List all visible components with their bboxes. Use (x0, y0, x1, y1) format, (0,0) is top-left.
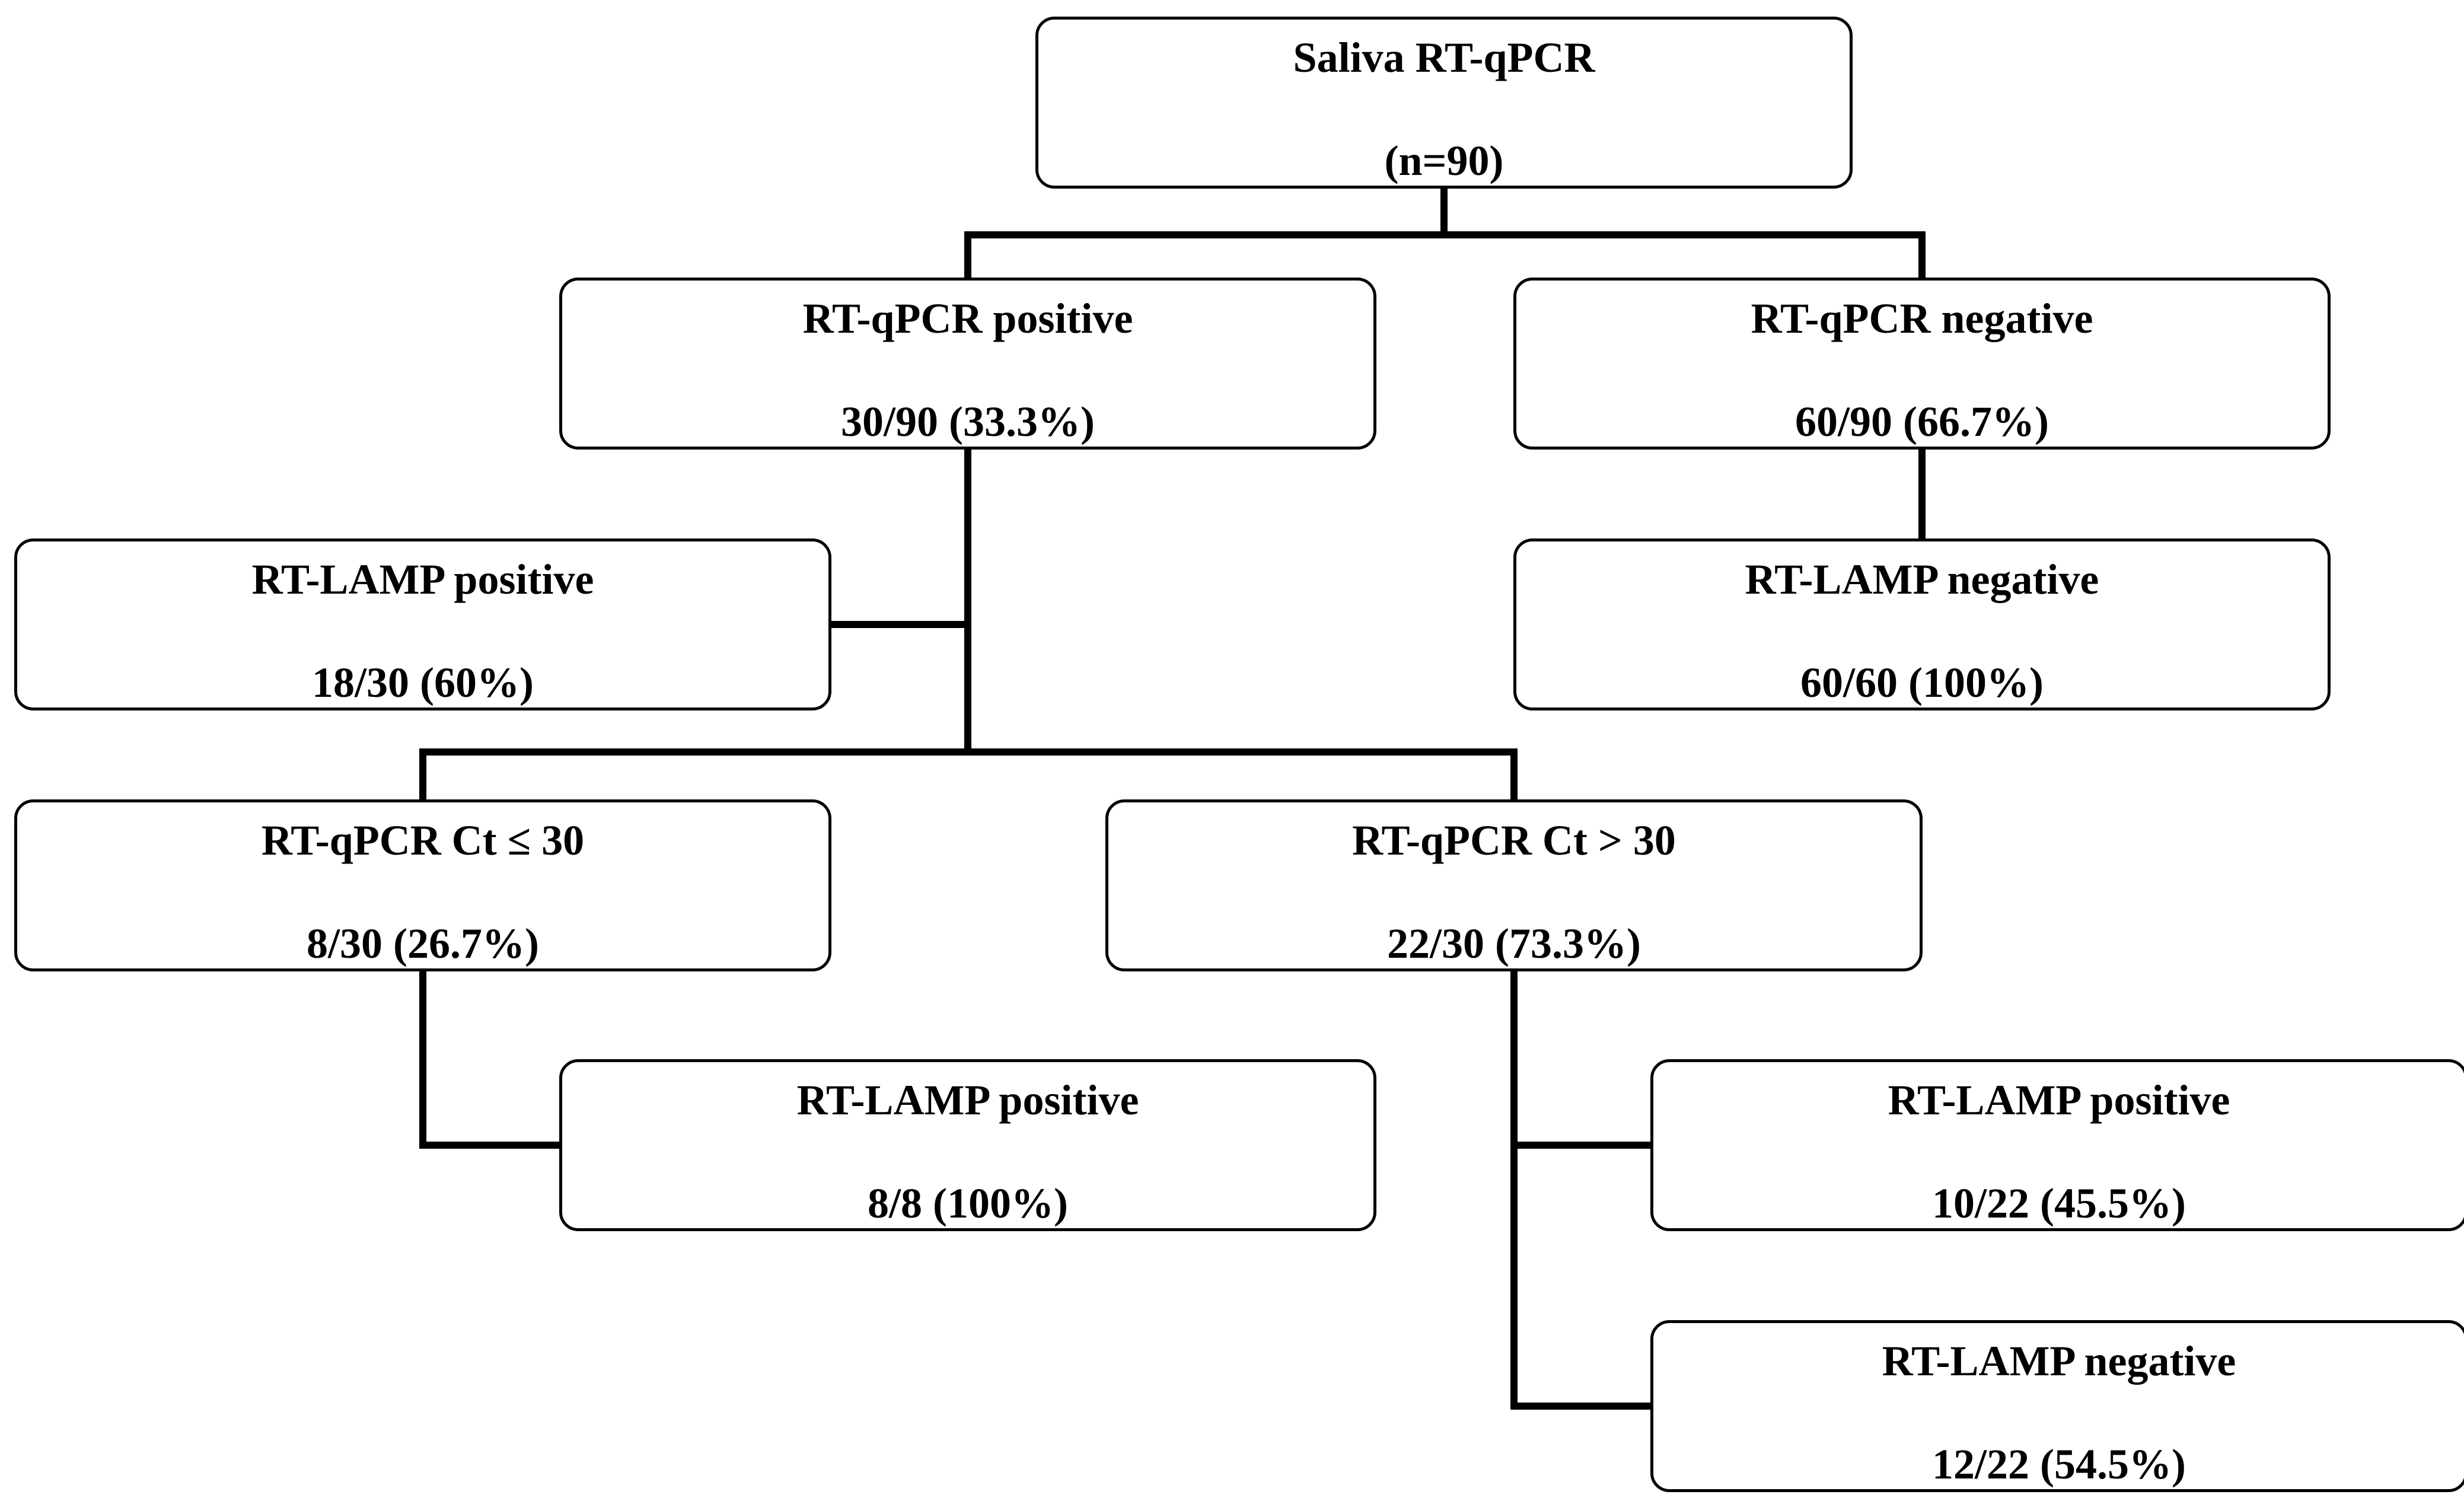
ct-high-title: RT-qPCR Ct > 30 (1352, 817, 1676, 864)
ct-low-count: 8/30 (26.7%) (307, 920, 539, 967)
lamp-positive-all-count: 18/30 (60%) (312, 659, 534, 706)
lamp-negative-high-ct-title: RT-LAMP negative (1882, 1337, 2236, 1385)
ct-high-node: RT-qPCR Ct > 30 22/30 (73.3%) (1105, 799, 1923, 971)
qpcr-negative-title: RT-qPCR negative (1751, 295, 2093, 342)
lamp-positive-high-ct-title: RT-LAMP positive (1888, 1076, 2230, 1124)
lamp-positive-low-ct-title: RT-LAMP positive (796, 1076, 1139, 1124)
ct-low-node: RT-qPCR Ct ≤ 30 8/30 (26.7%) (14, 799, 831, 971)
qpcr-positive-node: RT-qPCR positive 30/90 (33.3%) (559, 278, 1376, 450)
root-count: (n=90) (1384, 137, 1504, 184)
lamp-negative-high-ct-count: 12/22 (54.5%) (1932, 1441, 2186, 1488)
qpcr-negative-node: RT-qPCR negative 60/90 (66.7%) (1513, 278, 2331, 450)
lamp-positive-low-ct-node: RT-LAMP positive 8/8 (100%) (559, 1059, 1376, 1231)
qpcr-positive-title: RT-qPCR positive (802, 295, 1133, 342)
ct-high-count: 22/30 (73.3%) (1387, 920, 1641, 967)
qpcr-positive-count: 30/90 (33.3%) (841, 398, 1095, 445)
lamp-negative-all-count: 60/60 (100%) (1800, 659, 2044, 706)
lamp-negative-high-ct-node: RT-LAMP negative 12/22 (54.5%) (1650, 1320, 2464, 1492)
lamp-negative-all-node: RT-LAMP negative 60/60 (100%) (1513, 538, 2331, 710)
lamp-negative-all-title: RT-LAMP negative (1745, 556, 2099, 603)
lamp-positive-low-ct-count: 8/8 (100%) (868, 1180, 1068, 1227)
root-node: Saliva RT-qPCR (n=90) (1035, 17, 1853, 189)
root-title: Saliva RT-qPCR (1293, 34, 1595, 81)
lamp-positive-all-title: RT-LAMP positive (251, 556, 594, 603)
qpcr-negative-count: 60/90 (66.7%) (1795, 398, 2049, 445)
lamp-positive-all-node: RT-LAMP positive 18/30 (60%) (14, 538, 831, 710)
lamp-positive-high-ct-count: 10/22 (45.5%) (1932, 1180, 2186, 1227)
ct-low-title: RT-qPCR Ct ≤ 30 (261, 817, 585, 864)
lamp-positive-high-ct-node: RT-LAMP positive 10/22 (45.5%) (1650, 1059, 2464, 1231)
